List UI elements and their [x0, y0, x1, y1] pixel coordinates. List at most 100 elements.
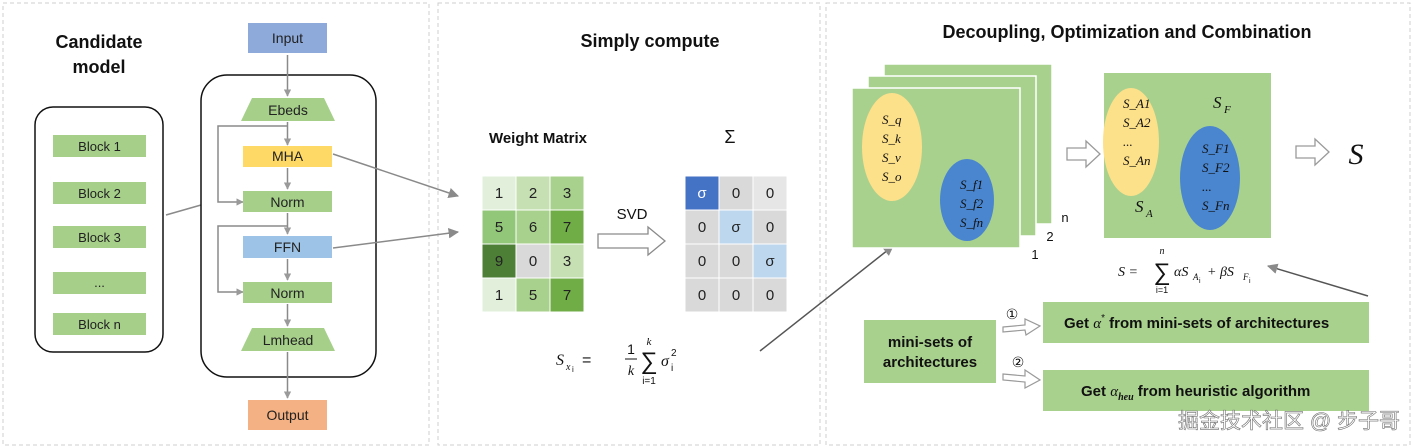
sigma-cell-value: 0: [766, 185, 774, 202]
score-item: S_A1: [1123, 96, 1150, 111]
ebeds-label: Ebeds: [268, 102, 308, 118]
weight-cell: [549, 175, 585, 211]
sigma-cell-value: 0: [732, 287, 740, 304]
weight-cell-value: 6: [529, 219, 537, 236]
panel-compute-border: [437, 2, 821, 446]
weight-cell-value: 1: [495, 185, 503, 202]
ebeds-box: [241, 98, 335, 121]
sigma-cell-value: 0: [766, 287, 774, 304]
formula-eq: =: [582, 352, 591, 369]
score-item: S_k: [882, 131, 901, 146]
mha-to-matrix-arrow: [332, 153, 459, 198]
weight-cell: [481, 209, 517, 245]
block-n-label: Block n: [78, 317, 121, 332]
sigma-cell-value: 0: [698, 253, 706, 270]
block-n: Block n: [53, 313, 146, 335]
norm1-label: Norm: [270, 194, 304, 210]
attention-scores: S_qS_kS_vS_o: [882, 112, 902, 184]
hollow-arrow-1: [1066, 139, 1101, 169]
feedback-arrow: [1266, 263, 1369, 297]
weight-cell: [481, 243, 517, 279]
block-1-label: Block 1: [78, 139, 121, 154]
score-item: S_A2: [1123, 115, 1151, 130]
get2-suffix: from heuristic algorithm: [1134, 383, 1311, 400]
score-item: S_f2: [960, 196, 984, 211]
combined-attention-ellipse: [1103, 88, 1159, 196]
watermark: 掘金技术社区 @ 步子哥: [1178, 410, 1400, 433]
combine-sum-symbol: ∑: [1153, 259, 1170, 286]
weight-cell-value: 3: [563, 253, 571, 270]
lmhead-box: [241, 328, 335, 351]
sigma-cell: [752, 277, 788, 313]
combine-f-subsub: i: [1249, 278, 1251, 285]
input-box: [248, 23, 327, 53]
sigma-cell: [684, 175, 720, 211]
label-sf-sub: F: [1223, 104, 1231, 116]
residual-connection-2: [217, 225, 287, 296]
get2-prefix: Get: [1081, 383, 1110, 400]
sigma-cell: [684, 277, 720, 313]
weight-cell: [549, 277, 585, 313]
weight-cell-value: 7: [563, 219, 571, 236]
get-alpha-star-text: Get α* from mini-sets of architectures: [1064, 313, 1329, 332]
candidate-title-line1: Candidate: [55, 32, 142, 52]
step1-arrow: [1002, 318, 1042, 336]
label-sa-sub: A: [1145, 208, 1153, 220]
formula-frac-num: 1: [627, 341, 635, 357]
formula-sigma-sup: 2: [671, 348, 677, 359]
sigma-cell: [752, 243, 788, 279]
weight-cell-value: 7: [563, 287, 571, 304]
block-ellipsis-label: ...: [94, 275, 105, 290]
formula-frac-den: k: [628, 364, 635, 379]
formula-sigma: σ: [661, 353, 670, 370]
formula-s-subsub: i: [572, 365, 574, 374]
score-formula: S x i = 1 k k ∑ i=1 σ i 2: [556, 336, 677, 387]
weight-cell: [549, 243, 585, 279]
weight-cell: [515, 243, 551, 279]
weight-cell: [515, 277, 551, 313]
ffn-to-matrix-arrow: [332, 227, 460, 249]
get-alpha-heu-text: Get αheu from heuristic algorithm: [1081, 383, 1310, 403]
formula-sigma-sub: i: [671, 363, 673, 374]
score-item: S_o: [882, 169, 902, 184]
ffn-label: FFN: [274, 239, 301, 255]
weight-cell-value: 2: [529, 185, 537, 202]
weight-cell: [481, 277, 517, 313]
block-3: Block 3: [53, 226, 146, 248]
sigma-cell-value: 0: [766, 219, 774, 236]
formula-s: S: [556, 352, 564, 369]
ffn-ellipse: [940, 159, 994, 241]
attention-ellipse: [862, 93, 922, 201]
score-item: S_An: [1123, 153, 1150, 168]
formula-sum-symbol: ∑: [640, 348, 657, 375]
combined-attention-scores: S_A1S_A2...S_An: [1123, 96, 1151, 168]
norm2-box: [243, 282, 332, 303]
get-alpha-star-box: [1043, 302, 1369, 343]
combine-a-sub: A: [1192, 272, 1199, 282]
candidate-title-line2: model: [72, 57, 125, 77]
get1-sup: *: [1101, 313, 1105, 324]
combine-alpha-s: αS: [1174, 265, 1188, 280]
combine-formula: S = n ∑ i=1 αS A i + βS F i: [1118, 246, 1251, 295]
sigma-label: Σ: [724, 127, 735, 147]
score-item: S_q: [882, 112, 902, 127]
sigma-cell-value: 0: [732, 253, 740, 270]
weight-cell-value: 1: [495, 287, 503, 304]
weight-cell: [481, 175, 517, 211]
norm1-box: [243, 191, 332, 212]
score-item: S_fn: [960, 215, 983, 230]
weight-cell-value: 5: [529, 287, 537, 304]
norm2-label: Norm: [270, 285, 304, 301]
hollow-arrow-2: [1295, 137, 1330, 167]
score-item: S_Fn: [1202, 198, 1229, 213]
svd-arrow: [597, 225, 667, 257]
mha-box: [243, 146, 332, 167]
weight-cell: [515, 209, 551, 245]
combine-sum-bottom: i=1: [1156, 285, 1168, 295]
get1-suffix: from mini-sets of architectures: [1105, 315, 1329, 332]
result-s: S: [1349, 138, 1364, 171]
panel-candidate-border: [2, 2, 430, 446]
